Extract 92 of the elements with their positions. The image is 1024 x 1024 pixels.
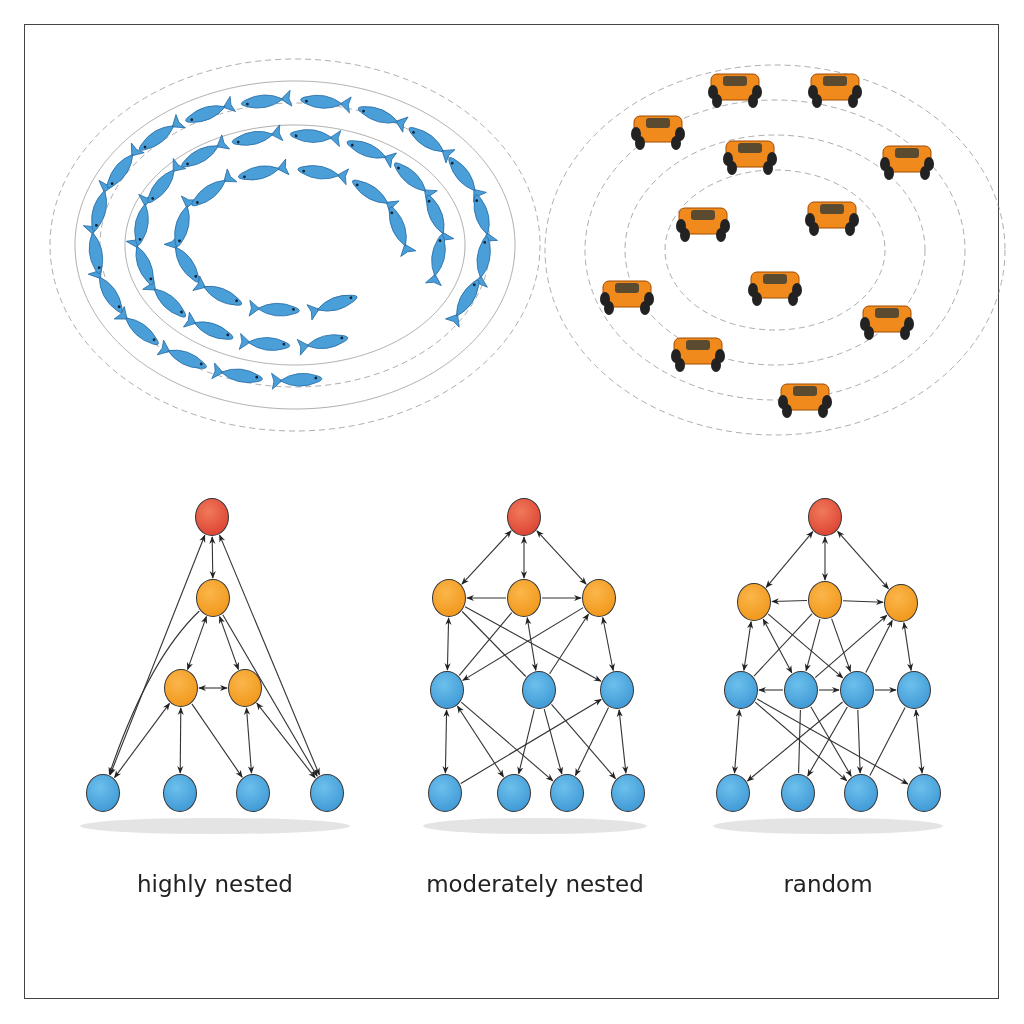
- arrow: [536, 530, 587, 585]
- arrow: [444, 617, 452, 671]
- arrow: [464, 606, 602, 682]
- leaf-node: [907, 774, 941, 812]
- leaf-node: [840, 671, 874, 709]
- connector-line: [869, 706, 906, 777]
- middle-node: [432, 579, 466, 617]
- leaf-node: [897, 671, 931, 709]
- arrow: [541, 594, 582, 602]
- arrow: [461, 530, 512, 585]
- arrow: [601, 616, 615, 672]
- connector-line: [798, 709, 801, 774]
- arrow: [520, 536, 528, 579]
- leaf-node: [550, 774, 584, 812]
- leaf-node: [716, 774, 750, 812]
- arrow: [901, 621, 914, 672]
- arrow: [874, 686, 897, 694]
- arrow: [460, 701, 554, 782]
- middle-node: [196, 579, 230, 617]
- arrow: [177, 707, 184, 774]
- arrow: [222, 614, 318, 777]
- root-node: [808, 498, 842, 536]
- connector-line: [753, 613, 813, 677]
- arrow: [732, 709, 742, 774]
- arrow: [616, 709, 629, 774]
- arrow: [243, 707, 255, 774]
- network-caption: highly nested: [137, 871, 293, 897]
- network-caption: moderately nested: [426, 871, 644, 897]
- arrow: [187, 615, 207, 671]
- arrow: [462, 607, 584, 681]
- leaf-node: [310, 774, 344, 812]
- leaf-node: [844, 774, 878, 812]
- arrow: [108, 610, 200, 776]
- middle-node: [884, 584, 918, 622]
- root-node: [195, 498, 229, 536]
- arrow: [771, 598, 808, 605]
- arrow: [818, 686, 840, 694]
- arrow: [765, 531, 814, 588]
- arrow: [865, 619, 893, 674]
- leaf-node: [600, 671, 634, 709]
- middle-node: [808, 581, 842, 619]
- arrow: [821, 536, 829, 581]
- arrow: [113, 702, 171, 779]
- connector-line: [461, 610, 527, 678]
- arrow: [543, 708, 563, 775]
- arrow: [525, 616, 538, 672]
- leaf-node: [781, 774, 815, 812]
- arrow: [256, 702, 316, 779]
- leaf-node: [236, 774, 270, 812]
- connector-line: [458, 612, 513, 676]
- arrow: [574, 707, 610, 777]
- network-caption: random: [783, 871, 873, 897]
- arrow: [758, 686, 784, 694]
- leaf-node: [430, 671, 464, 709]
- arrow: [517, 708, 535, 775]
- arrow: [837, 530, 889, 590]
- leaf-node: [428, 774, 462, 812]
- arrow: [831, 618, 851, 673]
- arrow: [762, 618, 793, 674]
- arrow: [219, 534, 320, 776]
- middle-node: [737, 583, 771, 621]
- arrow: [856, 709, 863, 774]
- leaf-node: [522, 671, 556, 709]
- arrow: [842, 598, 884, 606]
- arrow: [549, 613, 589, 675]
- leaf-node: [163, 774, 197, 812]
- middle-node: [582, 579, 616, 617]
- arrow: [804, 618, 821, 672]
- arrow: [913, 709, 925, 774]
- leaf-node: [724, 671, 758, 709]
- arrow: [550, 703, 617, 780]
- arrow: [741, 620, 754, 672]
- arrow: [767, 613, 844, 679]
- arrow: [460, 698, 602, 785]
- middle-node: [507, 579, 541, 617]
- root-node: [507, 498, 541, 536]
- arrow: [756, 698, 909, 785]
- arrow: [456, 705, 505, 778]
- arrow: [466, 594, 507, 602]
- middle-node: [228, 669, 262, 707]
- arrow: [219, 615, 239, 671]
- leaf-node: [611, 774, 645, 812]
- arrow: [191, 703, 243, 778]
- leaf-node: [86, 774, 120, 812]
- leaf-node: [784, 671, 818, 709]
- arrow: [442, 709, 450, 774]
- arrow: [209, 536, 216, 579]
- middle-node: [164, 669, 198, 707]
- arrow: [198, 684, 228, 692]
- arrow: [109, 534, 206, 776]
- leaf-node: [497, 774, 531, 812]
- arrow: [814, 614, 888, 679]
